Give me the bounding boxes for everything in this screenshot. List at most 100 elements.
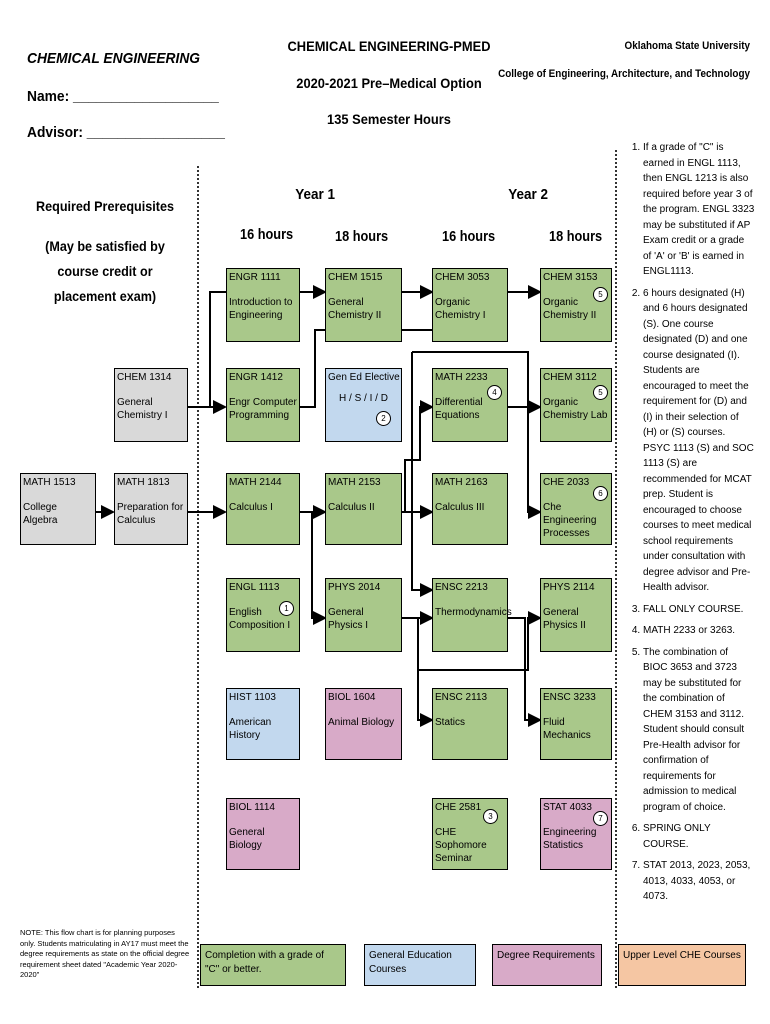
legend-orange: Upper Level CHE Courses <box>618 944 746 986</box>
course-code: CHEM 3112 <box>543 372 597 383</box>
prereq-subtitle: (May be satisfied by course credit or pl… <box>45 238 165 304</box>
course-code: PHYS 2114 <box>543 582 595 593</box>
course-math2144: MATH 2144 Calculus I <box>226 473 300 545</box>
program-title: CHEMICAL ENGINEERING <box>27 50 201 67</box>
note-item: FALL ONLY COURSE. <box>643 602 755 618</box>
course-chem1314: CHEM 1314 General Chemistry I <box>114 368 188 442</box>
note-badge: 5 <box>593 385 608 400</box>
note-badge: 2 <box>376 411 391 426</box>
course-title: CHE Sophomore Seminar <box>435 827 487 864</box>
footnotes-list: If a grade of "C" is earned in ENGL 1113… <box>627 140 755 911</box>
plan-year: 2020-2021 Pre–Medical Option <box>296 75 482 91</box>
course-title: College Algebra <box>23 502 58 526</box>
course-che2581: CHE 2581 CHE Sophomore Seminar 3 <box>432 798 508 870</box>
course-code: ENSC 2113 <box>435 692 488 703</box>
course-chem1515: CHEM 1515 General Chemistry II <box>325 268 402 342</box>
course-title: Introduction to Engineering <box>229 297 293 321</box>
course-code: STAT 4033 <box>543 802 592 813</box>
course-code: ENGR 1111 <box>229 272 281 283</box>
course-math2153: MATH 2153 Calculus II <box>325 473 402 545</box>
course-chem3053: CHEM 3053 Organic Chemistry I <box>432 268 508 342</box>
course-code: ENSC 3233 <box>543 692 596 703</box>
course-title: Preparation for Calculus <box>117 502 184 526</box>
legend-pink: Degree Requirements <box>492 944 602 986</box>
course-title: Thermodynamics <box>435 607 512 618</box>
planning-disclaimer: NOTE: This flow chart is for planning pu… <box>20 928 190 979</box>
prereq-divider <box>197 166 199 988</box>
course-stat4033: STAT 4033 Engineering Statistics 7 <box>540 798 612 870</box>
course-title: Che Engineering Processes <box>543 502 597 539</box>
college-name: College of Engineering, Architecture, an… <box>498 68 750 80</box>
course-code: CHEM 1515 <box>328 272 383 283</box>
note-badge: 5 <box>593 287 608 302</box>
course-title: Engr Computer Programming <box>229 397 297 421</box>
course-math1813: MATH 1813 Preparation for Calculus <box>114 473 188 545</box>
course-ensc2113: ENSC 2113 Statics <box>432 688 508 760</box>
course-code: CHE 2033 <box>543 477 590 488</box>
legend-blue: General Education Courses <box>364 944 476 986</box>
course-title: Calculus III <box>435 502 485 513</box>
advisor-field: Advisor: __________________ <box>27 124 225 141</box>
course-title: General Biology <box>229 827 265 851</box>
course-code: CHEM 1314 <box>117 372 172 383</box>
course-gened-elective: Gen Ed Elective H / S / I / D 2 <box>325 368 402 442</box>
course-phys2114: PHYS 2114 General Physics II <box>540 578 612 652</box>
course-title: American History <box>229 717 272 741</box>
note-item: If a grade of "C" is earned in ENGL 1113… <box>643 140 755 280</box>
notes-divider <box>615 150 617 988</box>
course-engl1113: ENGL 1113 English Composition I 1 <box>226 578 300 652</box>
course-code: Gen Ed Elective <box>328 372 400 383</box>
note-badge: 3 <box>483 809 498 824</box>
name-field: Name: ___________________ <box>27 88 219 105</box>
note-item: STAT 2013, 2023, 2053, 4013, 4033, 4053,… <box>643 858 755 905</box>
course-code: MATH 2153 <box>328 477 381 488</box>
course-title: Calculus I <box>229 502 273 513</box>
course-title: Fluid Mechanics <box>543 717 591 741</box>
course-title: English Composition I <box>229 607 291 631</box>
course-code: MATH 2233 <box>435 372 488 383</box>
course-title: General Chemistry II <box>328 297 382 321</box>
course-code: MATH 2144 <box>229 477 282 488</box>
year-2-label: Year 2 <box>508 186 549 203</box>
course-title: General Physics I <box>328 607 369 631</box>
course-code: ENSC 2213 <box>435 582 488 593</box>
course-title: General Physics II <box>543 607 586 631</box>
semester-2-hours: 18 hours <box>335 228 389 245</box>
semester-3-hours: 16 hours <box>442 228 496 245</box>
note-badge: 1 <box>279 601 294 616</box>
course-title: Organic Chemistry Lab <box>543 397 608 421</box>
course-title: Calculus II <box>328 502 375 513</box>
course-code: PHYS 2014 <box>328 582 381 593</box>
plan-hours: 135 Semester Hours <box>327 111 451 127</box>
course-title: Organic Chemistry II <box>543 297 597 321</box>
course-title: Statics <box>435 717 466 728</box>
course-biol1604: BIOL 1604 Animal Biology <box>325 688 402 760</box>
course-ensc3233: ENSC 3233 Fluid Mechanics <box>540 688 612 760</box>
course-code: MATH 1813 <box>117 477 170 488</box>
note-badge: 7 <box>593 811 608 826</box>
course-title: Animal Biology <box>328 717 395 728</box>
course-title: Engineering Statistics <box>543 827 597 851</box>
course-title: H / S / I / D <box>339 393 388 404</box>
note-item: MATH 2233 or 3263. <box>643 623 755 639</box>
note-badge: 6 <box>593 486 608 501</box>
course-title: General Chemistry I <box>117 397 168 421</box>
course-chem3112: CHEM 3112 Organic Chemistry Lab 5 <box>540 368 612 442</box>
course-engr1111: ENGR 1111 Introduction to Engineering <box>226 268 300 342</box>
course-code: ENGL 1113 <box>229 582 280 593</box>
course-code: HIST 1103 <box>229 692 276 703</box>
prereq-title: Required Prerequisites <box>36 198 174 214</box>
course-math2163: MATH 2163 Calculus III <box>432 473 508 545</box>
course-code: CHE 2581 <box>435 802 482 813</box>
course-code: CHEM 3053 <box>435 272 490 283</box>
course-engr1412: ENGR 1412 Engr Computer Programming <box>226 368 300 442</box>
legend-green: Completion with a grade of "C" or better… <box>200 944 346 986</box>
note-item: The combination of BIOC 3653 and 3723 ma… <box>643 645 755 816</box>
course-hist1103: HIST 1103 American History <box>226 688 300 760</box>
course-che2033: CHE 2033 Che Engineering Processes 6 <box>540 473 612 545</box>
university-name: Oklahoma State University <box>624 40 750 52</box>
course-title: Differential Equations <box>435 397 483 421</box>
course-code: BIOL 1114 <box>229 802 275 813</box>
course-code: MATH 2163 <box>435 477 488 488</box>
note-item: 6 hours designated (H) and 6 hours desig… <box>643 286 755 596</box>
